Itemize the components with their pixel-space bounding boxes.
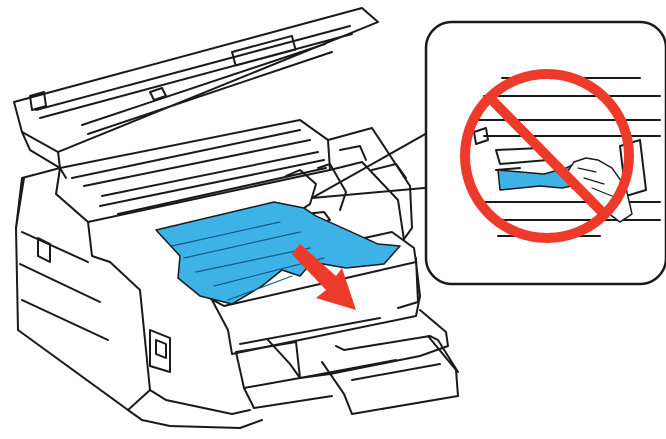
- scanner-lid: [14, 8, 378, 168]
